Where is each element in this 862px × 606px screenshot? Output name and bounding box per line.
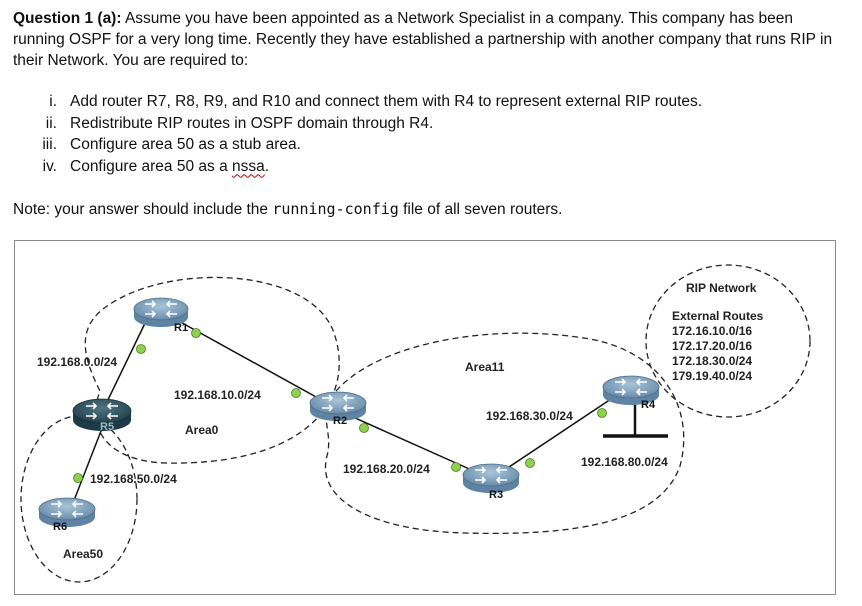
network-label-r1-r5: 192.168.0.0/24 (37, 355, 117, 369)
note-text-after: file of all seven routers. (398, 201, 563, 218)
external-routes-title: External Routes (672, 309, 764, 323)
spellcheck-word: nssa (232, 157, 265, 175)
external-route: 172.16.10.0/16 (672, 324, 752, 338)
link-r1-r5 (104, 316, 149, 407)
port-dot (136, 344, 146, 354)
router-label: R6 (53, 521, 67, 533)
port-dot (359, 423, 369, 433)
network-diagram: R1 R5 R6 R2 R3 (14, 240, 836, 595)
network-label-r4-lan: 192.168.80.0/24 (581, 455, 668, 469)
port-dot (191, 328, 201, 338)
router-r3[interactable]: R3 (462, 463, 520, 501)
task-number: ii. (45, 114, 57, 132)
port-dot (451, 462, 461, 472)
port-dot (597, 408, 607, 418)
router-r1[interactable]: R1 (133, 297, 189, 334)
network-label-r2-r3: 192.168.20.0/24 (343, 462, 430, 476)
note-text-before: Note: your answer should include the (13, 201, 273, 218)
task-number: iv. (42, 157, 57, 175)
network-label-r3-r4: 192.168.30.0/24 (486, 409, 573, 423)
port-dot (73, 473, 83, 483)
area50-label: Area50 (63, 547, 103, 561)
router-r2[interactable]: R2 (309, 391, 367, 427)
task-text: Configure area 50 as a nssa. (70, 158, 269, 176)
port-dot (291, 388, 301, 398)
task-text-before: Configure area 50 as a (70, 157, 232, 175)
answer-note: Note: your answer should include the run… (13, 200, 563, 219)
router-r6[interactable]: R6 (38, 497, 96, 533)
task-text: Redistribute RIP routes in OSPF domain t… (70, 114, 434, 132)
port-dot (525, 458, 535, 468)
task-number: iii. (42, 136, 57, 153)
task-text: Configure area 50 as a stub area. (70, 136, 301, 153)
rip-network-boundary (645, 264, 811, 418)
area11-boundary (324, 332, 685, 535)
external-route: 172.17.20.0/16 (672, 339, 752, 353)
link-r5-r6 (72, 430, 102, 504)
task-number: i. (49, 93, 57, 110)
question-paragraph: Question 1 (a): Assume you have been app… (13, 8, 843, 71)
area11-label: Area11 (465, 360, 505, 374)
router-r4[interactable]: R4 (602, 375, 660, 411)
link-r3-r4 (499, 392, 621, 474)
router-label: R2 (333, 415, 347, 427)
question-label: Question 1 (a): (13, 10, 122, 27)
network-diagram-svg: R1 R5 R6 R2 R3 (20, 264, 811, 583)
note-code: running-config (272, 200, 399, 218)
external-route: 179.19.40.0/24 (672, 369, 752, 383)
network-label-r5-r6: 192.168.50.0/24 (90, 472, 177, 486)
router-label: R5 (100, 421, 114, 433)
network-label-r1-r2: 192.168.10.0/24 (174, 388, 261, 402)
question-intro: Assume you have been appointed as a Netw… (13, 10, 833, 69)
router-label: R3 (489, 489, 503, 501)
rip-network-label: RIP Network (686, 281, 757, 295)
router-label: R1 (174, 322, 188, 334)
router-label: R4 (641, 399, 656, 411)
task-text: Add router R7, R8, R9, and R10 and conne… (70, 93, 703, 110)
router-r5[interactable]: R5 (72, 398, 132, 433)
area0-label: Area0 (185, 423, 219, 437)
external-route: 172.18.30.0/24 (672, 354, 752, 368)
task-text-after: . (264, 157, 270, 175)
